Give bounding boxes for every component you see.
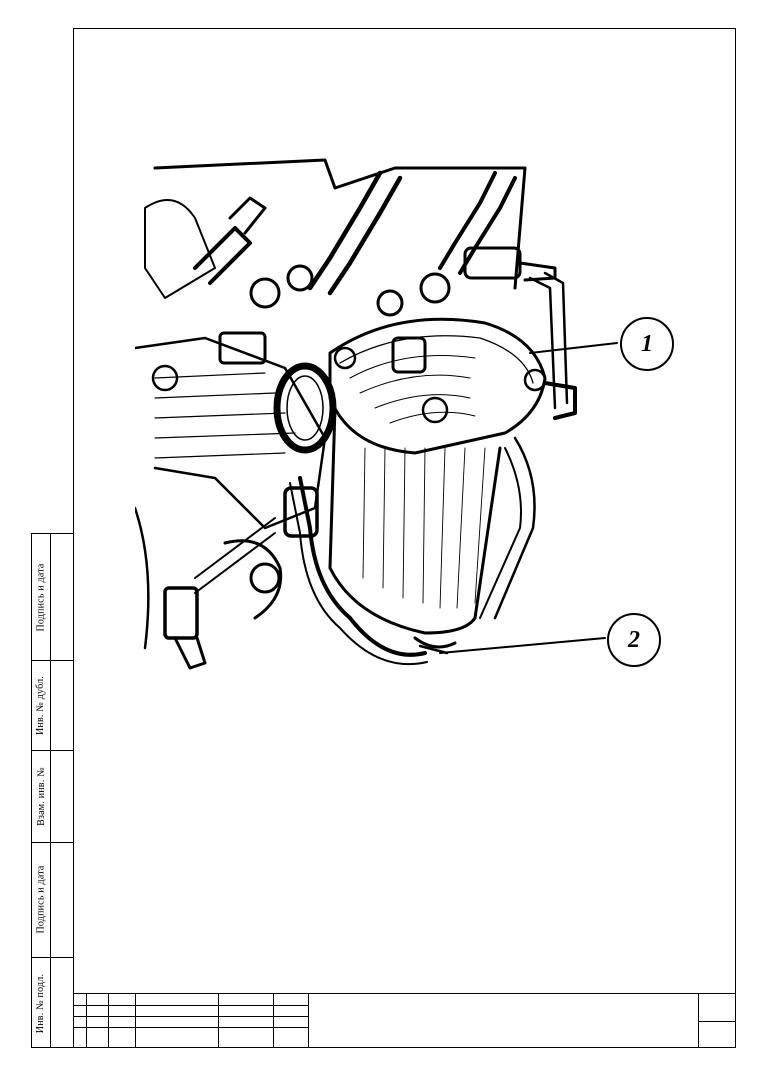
title-block-col-line — [108, 993, 109, 1048]
side-strip-row-divider — [32, 750, 74, 751]
title-block-col-line — [218, 993, 219, 1048]
title-block-col-line — [273, 993, 274, 1048]
side-stamp-signature-date-bottom: Подпись и дата — [35, 865, 47, 934]
side-stamp-strip: Подпись и дата Инв. № дубл. Взам. инв. №… — [31, 533, 74, 1048]
side-stamp-replacement-inv: Взам. инв. № — [35, 766, 47, 826]
callout-2: 2 — [607, 613, 661, 667]
title-block — [73, 993, 736, 1048]
side-stamp-signature-date-top: Подпись и дата — [35, 562, 47, 632]
side-strip-row-divider — [32, 957, 74, 958]
title-block-sheet-line — [698, 1021, 736, 1022]
side-strip-row-divider — [32, 842, 74, 843]
title-block-row-line — [73, 1016, 308, 1017]
side-stamp-duplicate-inv: Инв. № дубл. — [35, 675, 47, 735]
title-block-col-line — [698, 993, 699, 1048]
drawing-frame — [73, 28, 736, 1048]
engine-fuel-filter-illustration — [135, 158, 618, 670]
callout-1: 1 — [620, 317, 674, 371]
title-block-top-border — [73, 993, 736, 994]
side-strip-row-divider — [32, 660, 74, 661]
title-block-col-line — [135, 993, 136, 1048]
side-stamp-original-inv: Инв. № подл. — [35, 973, 47, 1033]
title-block-row-line — [73, 1005, 308, 1006]
side-strip-column-divider — [50, 534, 51, 1047]
title-block-col-line — [86, 993, 87, 1048]
title-block-row-line — [73, 1027, 308, 1028]
title-block-col-line — [308, 993, 309, 1048]
